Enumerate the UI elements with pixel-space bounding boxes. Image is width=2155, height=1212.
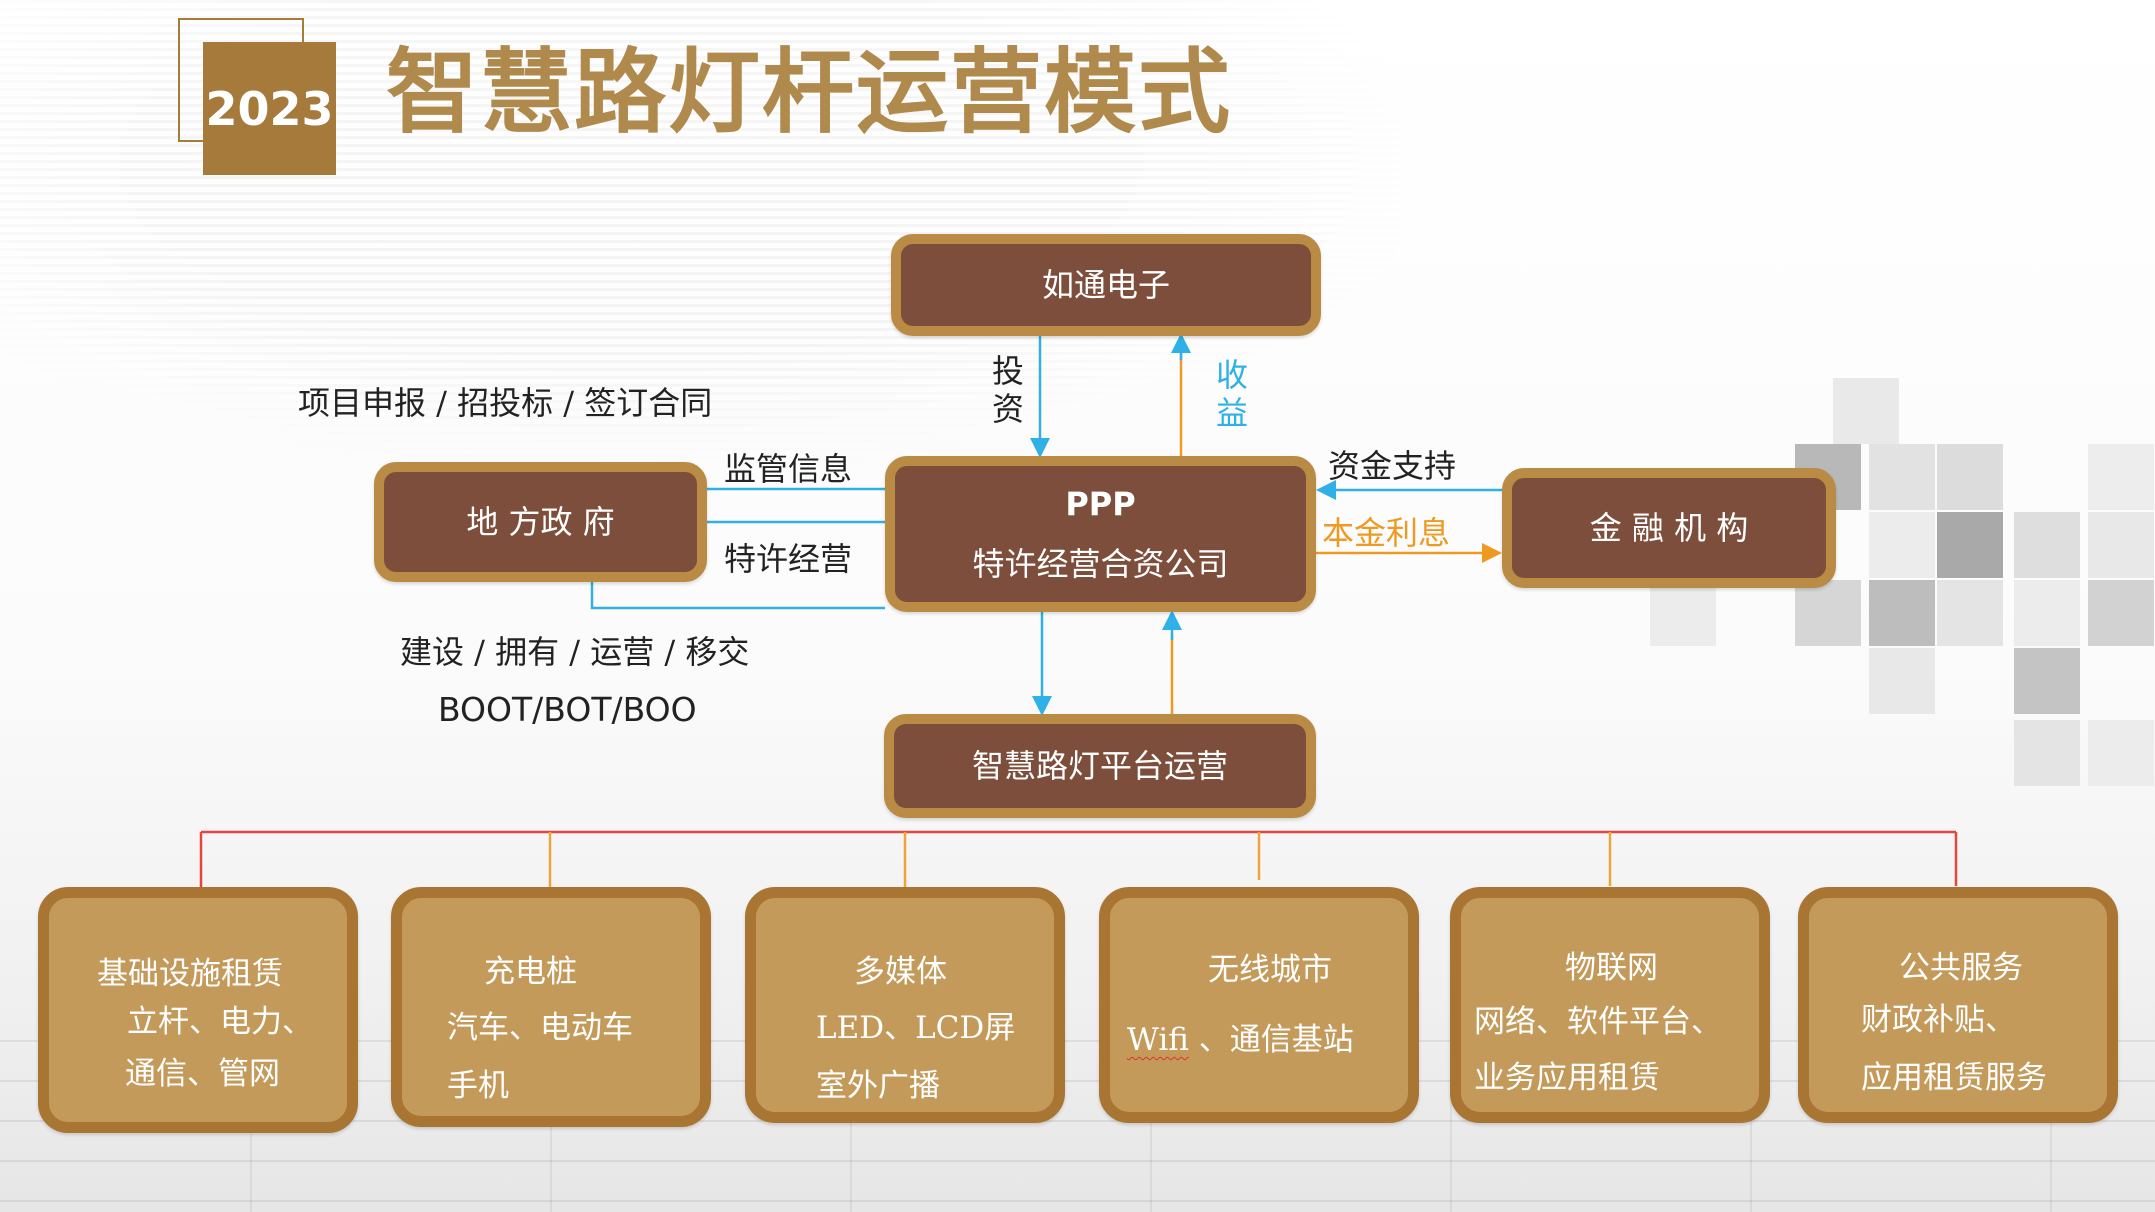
label-franchise: 特许经营 xyxy=(724,540,853,578)
line-build xyxy=(590,582,885,610)
service-public-line2: 应用租赁服务 xyxy=(1861,1060,2047,1096)
service-charging-line1: 汽车、电动车 xyxy=(447,1010,633,1046)
year-badge: 2023 xyxy=(203,42,336,175)
label-revenue: 收益 xyxy=(1215,356,1248,432)
node-platform-label: 智慧路灯平台运营 xyxy=(971,747,1228,785)
service-infrastructure-line1: 立杆、电力、 xyxy=(127,1004,313,1040)
node-ppp: PPP 特许经营合资公司 xyxy=(885,456,1316,612)
floor-decoration xyxy=(0,1040,2155,1212)
service-multimedia-line1: LED、LCD屏 xyxy=(816,1010,1016,1046)
service-infrastructure: 基础设施租赁 立杆、电力、 通信、管网 xyxy=(38,887,358,1133)
label-project: 项目申报 / 招投标 / 签订合同 xyxy=(298,384,713,422)
service-multimedia: 多媒体 LED、LCD屏 室外广播 xyxy=(745,887,1065,1123)
service-wireless-city-line1: Wifi 、通信基站 xyxy=(1127,1020,1354,1060)
label-boot: BOOT/BOT/BOO xyxy=(438,690,697,729)
label-fund-support: 资金支持 xyxy=(1328,447,1457,485)
node-finance-label: 金 融 机 构 xyxy=(1589,509,1749,547)
service-multimedia-title: 多媒体 xyxy=(854,954,947,990)
node-finance: 金 融 机 构 xyxy=(1502,468,1836,588)
service-public-line1: 财政补贴、 xyxy=(1861,1002,2016,1038)
node-platform: 智慧路灯平台运营 xyxy=(884,714,1316,818)
node-ppp-subtitle: 特许经营合资公司 xyxy=(972,545,1229,583)
label-build: 建设 / 拥有 / 运营 / 移交 xyxy=(400,633,750,671)
node-rutong-label: 如通电子 xyxy=(1041,266,1170,304)
service-wireless-city-title: 无线城市 xyxy=(1208,952,1332,988)
label-principal-interest: 本金利息 xyxy=(1322,514,1451,552)
service-iot-title: 物联网 xyxy=(1565,950,1658,986)
service-charging-title: 充电桩 xyxy=(484,954,577,990)
service-charging-line2: 手机 xyxy=(447,1068,509,1104)
node-government-label: 地 方政 府 xyxy=(466,503,615,541)
service-public-title: 公共服务 xyxy=(1899,950,2023,986)
service-public: 公共服务 财政补贴、 应用租赁服务 xyxy=(1798,887,2118,1123)
node-government: 地 方政 府 xyxy=(374,462,707,582)
service-iot-line2: 业务应用租赁 xyxy=(1474,1060,1660,1096)
label-invest: 投资 xyxy=(991,352,1024,428)
page-title: 智慧路灯杆运营模式 xyxy=(386,39,1233,146)
service-iot-line1: 网络、软件平台、 xyxy=(1474,1004,1722,1040)
node-ppp-title: PPP xyxy=(1065,485,1136,523)
service-infrastructure-title: 基础设施租赁 xyxy=(97,956,283,992)
service-wireless-city-wifi: Wifi xyxy=(1127,1022,1189,1058)
service-charging: 充电桩 汽车、电动车 手机 xyxy=(391,887,711,1127)
node-rutong: 如通电子 xyxy=(891,234,1321,336)
label-supervision: 监管信息 xyxy=(724,450,853,488)
service-wireless-city: 无线城市 Wifi 、通信基站 xyxy=(1099,887,1419,1123)
service-wireless-city-station: 、通信基站 xyxy=(1188,1022,1354,1058)
service-multimedia-line2: 室外广播 xyxy=(816,1068,940,1104)
service-infrastructure-line2: 通信、管网 xyxy=(125,1056,280,1092)
service-iot: 物联网 网络、软件平台、 业务应用租赁 xyxy=(1450,887,1770,1123)
